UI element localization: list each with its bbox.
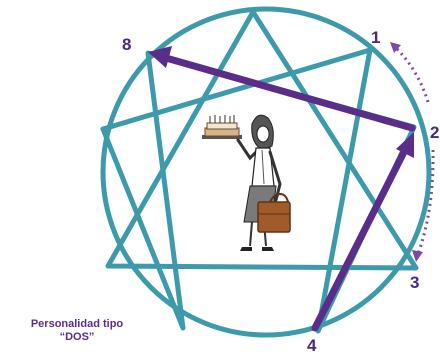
point-label-3: 3 bbox=[410, 273, 420, 292]
enneagram-hexad bbox=[100, 47, 417, 334]
arrowhead-8 bbox=[148, 46, 172, 68]
point-label-1: 1 bbox=[371, 28, 381, 47]
dotted-arrow-2-to-3 bbox=[416, 149, 435, 255]
enneagram-triangle bbox=[105, 9, 419, 271]
personality-caption: Personalidad tipo “DOS” bbox=[2, 318, 152, 344]
caption-line-1: Personalidad tipo bbox=[30, 318, 124, 330]
cake-icon bbox=[202, 115, 242, 139]
briefcase-icon bbox=[257, 192, 291, 233]
arrow-4-to-2 bbox=[311, 146, 409, 332]
dotted-arrowhead-3 bbox=[412, 250, 423, 262]
enneagram-circle bbox=[100, 6, 432, 338]
dotted-arrow-2-to-1 bbox=[394, 46, 430, 103]
dotted-arrowhead-1 bbox=[390, 42, 401, 53]
point-label-2: 2 bbox=[430, 123, 440, 142]
arrowhead-2 bbox=[396, 132, 414, 158]
point-label-8: 8 bbox=[122, 35, 132, 54]
caption-line-2: “DOS” bbox=[59, 331, 95, 343]
arrow-2-to-8 bbox=[162, 54, 416, 132]
point-label-4: 4 bbox=[307, 336, 317, 355]
businesswoman-icon bbox=[202, 114, 291, 251]
